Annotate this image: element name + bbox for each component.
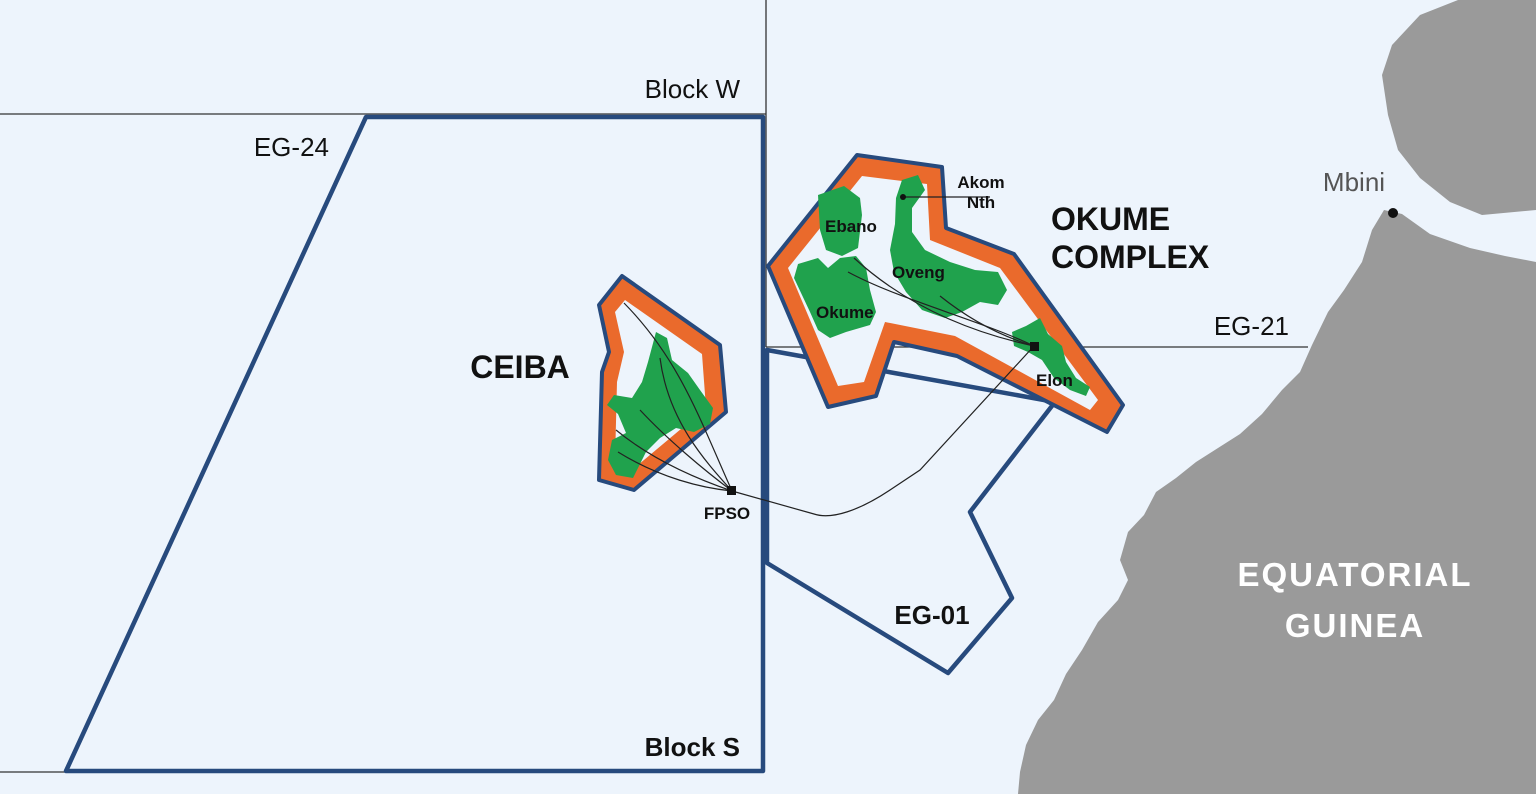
equatorial-guinea-landmass [1018,0,1536,794]
ceiba-pipeline-1 [623,302,733,492]
fpso-label: FPSO [704,504,750,523]
elon-platform-marker [1030,342,1039,351]
ceiba-pipeline-2 [659,357,733,492]
eg-21-label: EG-21 [1214,311,1289,341]
block-s-outline [63,114,766,774]
okume-complex-label-line2: COMPLEX [1051,239,1210,275]
akom-field-label-line2: Nth [967,193,995,212]
akom-well-marker [900,194,906,200]
pipelines [615,196,1035,517]
country-label-line1: EQUATORIAL [1237,556,1472,593]
okume-complex-label-line1: OKUME [1051,201,1170,237]
block-s-label: Block S [645,732,740,762]
mbini-town-label: Mbini [1323,167,1385,197]
oveng-pipeline [939,295,1035,347]
okume-field-label: Okume [816,303,874,322]
akom-oveng-field-shape [890,175,1007,318]
ceiba-field-area [607,332,713,478]
okume-pipeline-1 [847,271,1035,347]
fpso-to-elon-pipeline [731,345,1035,517]
fpso-marker [727,486,736,495]
country-label-line2: GUINEA [1285,607,1425,644]
mbini-town-marker [1388,208,1398,218]
eg-24-label: EG-24 [254,132,329,162]
elon-field-shape [1012,318,1090,396]
okume-field-areas [794,175,1090,396]
oveng-field-label: Oveng [892,263,945,282]
ceiba-pipeline-4 [615,429,733,492]
akom-field-label-line1: Akom [957,173,1004,192]
ceiba-pipeline-3 [639,409,733,492]
elon-field-label: Elon [1036,371,1073,390]
block-w-label: Block W [645,74,741,104]
ebano-field-label: Ebano [825,217,877,236]
ceiba-pipeline-5 [617,451,733,492]
eg-01-label: EG-01 [894,600,969,630]
ebano-field-shape [818,186,862,256]
okume-pipeline-2 [853,257,1035,347]
ceiba-label: CEIBA [470,349,570,385]
